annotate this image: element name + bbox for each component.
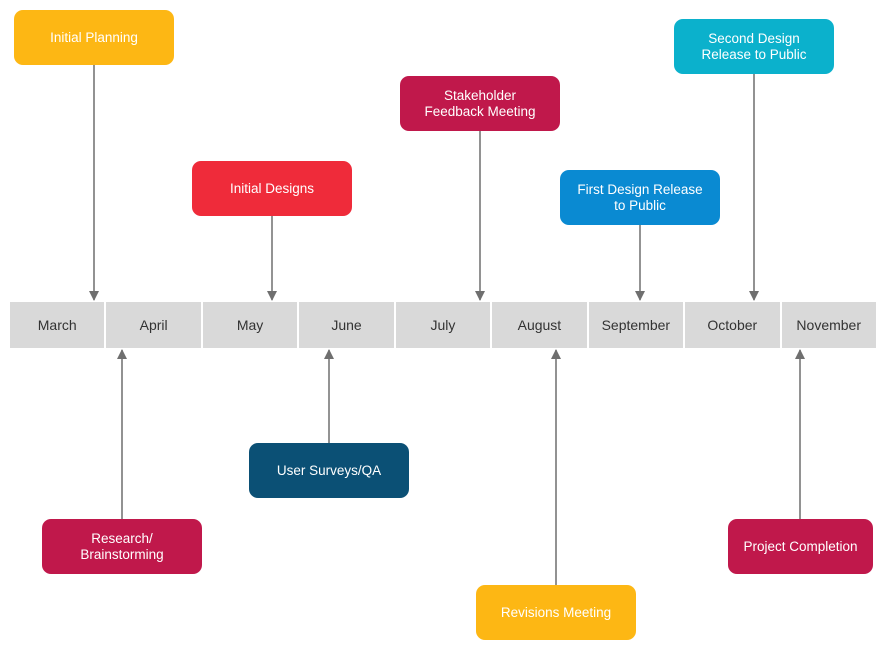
milestone-stakeholder-feedback: Stakeholder Feedback Meeting [400, 76, 560, 131]
milestone-second-design-release: Second Design Release to Public [674, 19, 834, 74]
milestone-first-design-release: First Design Release to Public [560, 170, 720, 225]
month-august: August [492, 302, 587, 348]
month-april: April [106, 302, 201, 348]
month-november: November [781, 302, 876, 348]
month-may: May [202, 302, 298, 348]
milestone-research-brainstorming: Research/ Brainstorming [42, 519, 202, 574]
milestone-project-completion: Project Completion [728, 519, 873, 574]
milestone-revisions-meeting: Revisions Meeting [476, 585, 636, 640]
month-october: October [685, 302, 780, 348]
timeline-bar: March April May June July August Septemb… [10, 302, 876, 348]
month-july: July [395, 302, 491, 348]
milestone-initial-designs: Initial Designs [192, 161, 352, 216]
month-september: September [588, 302, 684, 348]
month-march: March [10, 302, 105, 348]
milestone-initial-planning: Initial Planning [14, 10, 174, 65]
milestone-user-surveys-qa: User Surveys/QA [249, 443, 409, 498]
month-june: June [299, 302, 394, 348]
